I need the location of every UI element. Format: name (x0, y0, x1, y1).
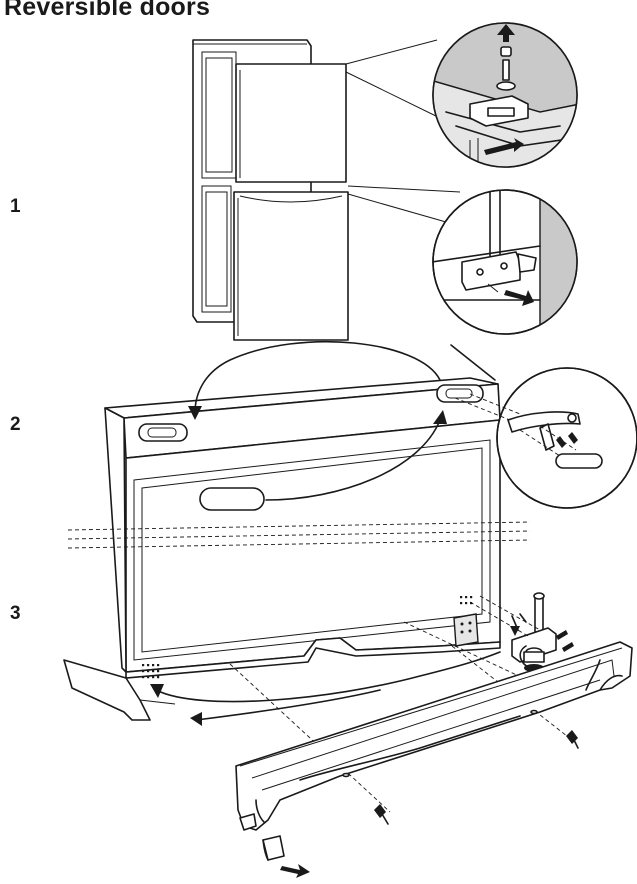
page-title: Reversible doors (4, 0, 211, 21)
detail-handle-bracket (454, 367, 637, 509)
bottom-cover (235, 641, 633, 831)
hinge-swap-arrow (150, 651, 501, 726)
handle-swap-arrows (188, 340, 447, 501)
detail-top-hinge (432, 22, 578, 168)
break-lines (67, 521, 531, 549)
step-label-1: 1 (10, 196, 21, 217)
fridge-step1 (192, 39, 461, 341)
step-label-3: 3 (10, 603, 21, 624)
step-label-2: 2 (10, 414, 21, 435)
detail-middle-hinge (432, 189, 578, 335)
small-cap-part (262, 835, 310, 878)
